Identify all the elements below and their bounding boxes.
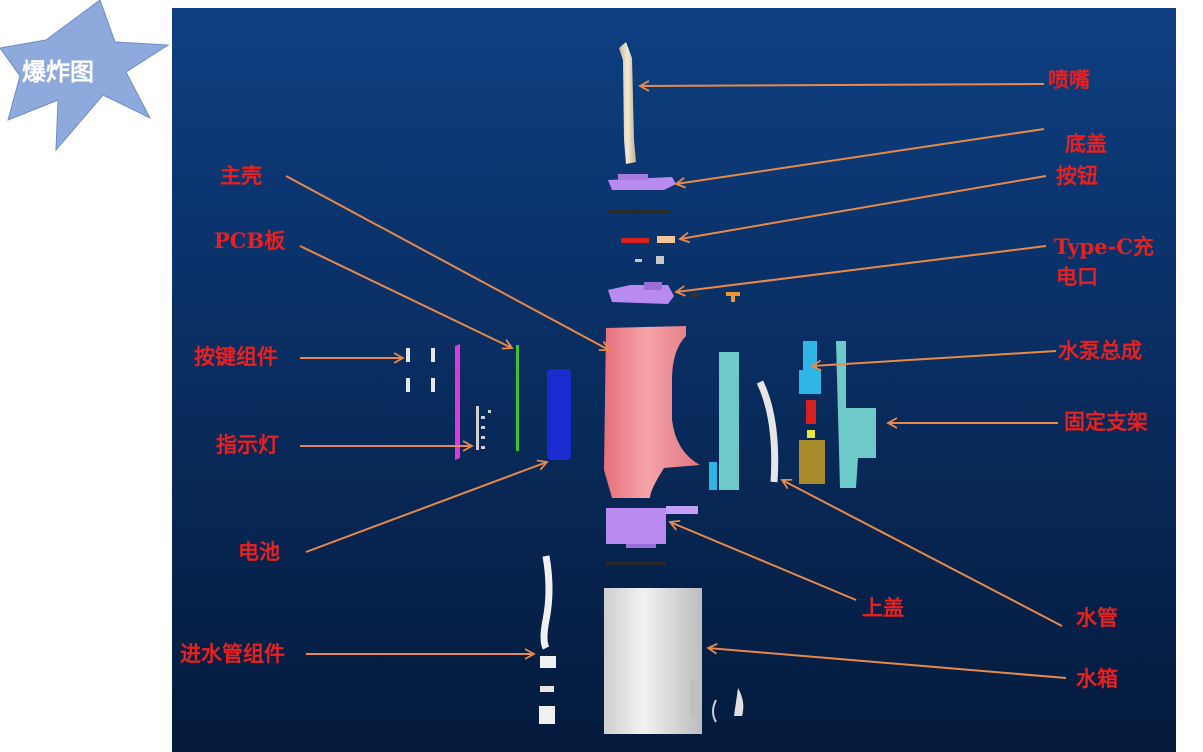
label-bottom-cover: 底盖 [1065,131,1107,156]
label-inlet-tube: 进水管组件 [180,641,285,666]
small-parts [635,256,664,264]
button-part-red [621,238,649,243]
indicator-leds-part [476,406,491,450]
arrow-top-cover [668,519,857,601]
nozzle-part [619,42,636,164]
label-battery: 电池 [238,539,280,564]
indicator-light-part [455,344,460,460]
key-assembly-part [406,348,435,392]
bracket-left-part [709,352,739,490]
inlet-tube-part [539,555,556,724]
arrow-pump [810,350,1057,372]
label-pcb: PCB板 [214,228,286,253]
arrow-nozzle [638,80,1045,92]
label-water-tube: 水管 [1076,605,1118,630]
label-bracket: 固定支架 [1064,409,1148,434]
arrow-water-tube [780,478,1063,627]
arrow-pcb [299,245,514,350]
water-tube-part [756,380,779,483]
battery-part [547,369,571,460]
main-shell-part [604,326,700,498]
badge-starburst-icon [0,0,170,152]
arrow-tank [706,642,1067,679]
pcb-board-part [516,345,519,451]
arrow-button [678,175,1047,244]
label-nozzle: 喷嘴 [1048,67,1090,92]
label-button: 按钮 [1056,163,1098,188]
tank-seal-part [606,562,666,565]
arrow-typec [674,245,1047,297]
arrow-main-shell [285,175,611,352]
typec-port-part [608,282,740,304]
arrow-bottom-cover [674,128,1045,189]
label-indicator: 指示灯 [216,432,279,457]
label-main-shell: 主壳 [220,163,262,188]
bottom-cover-part [608,174,676,190]
bracket-right-part [836,341,876,488]
top-cover-part [606,506,698,548]
label-typec-line1: Type-C充 [1054,234,1154,259]
arrow-battery [305,459,549,553]
label-key-assembly: 按键组件 [194,344,278,369]
pump-assembly-part [799,341,825,484]
water-tank-part [604,588,744,734]
label-pump: 水泵总成 [1058,338,1142,363]
label-top-cover: 上盖 [862,595,904,620]
label-typec-line2: 电口 [1056,264,1098,289]
button-part [657,236,675,243]
label-tank: 水箱 [1076,666,1118,691]
seal-ring-part [608,210,670,214]
badge-title: 爆炸图 [22,58,94,86]
